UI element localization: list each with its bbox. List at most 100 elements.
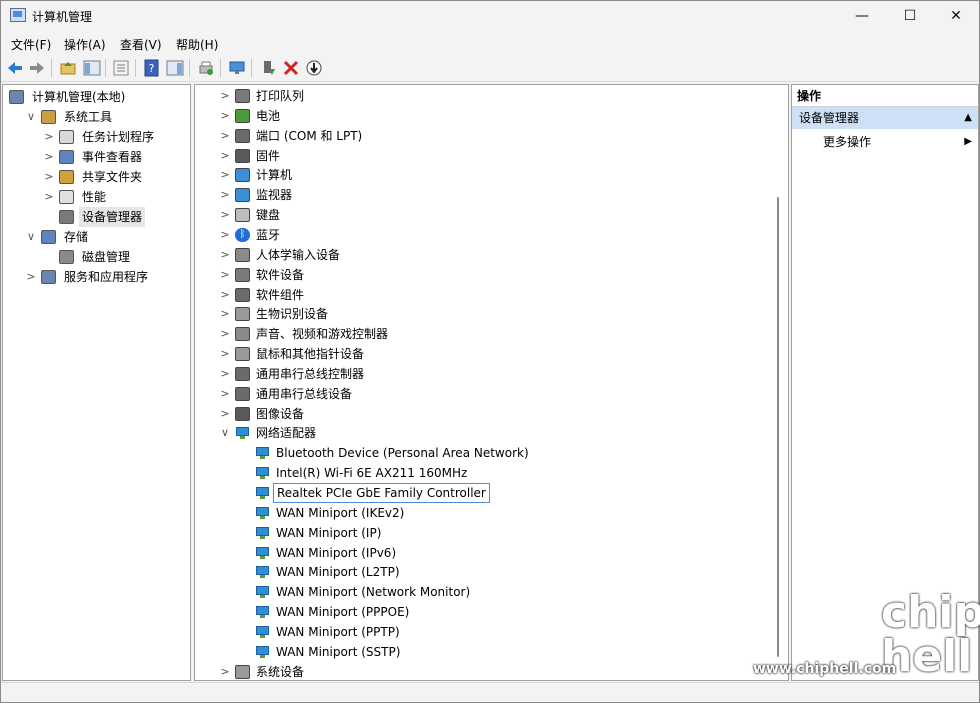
expand-chevron-icon[interactable]: > xyxy=(220,327,230,341)
menu-action[interactable]: 操作(A) xyxy=(64,38,106,52)
expand-chevron-icon[interactable]: > xyxy=(220,386,230,400)
nav-tree-item[interactable]: ∨系统工具 xyxy=(3,107,190,127)
device-category[interactable]: ∨网络适配器 xyxy=(195,423,765,443)
device-category[interactable]: >打印队列 xyxy=(195,86,765,106)
nav-tree-label: 任务计划程序 xyxy=(82,130,155,144)
device-item[interactable]: WAN Miniport (IKEv2) xyxy=(195,503,765,523)
menu-help[interactable]: 帮助(H) xyxy=(176,38,219,52)
back-icon[interactable] xyxy=(6,59,24,77)
minimize-button[interactable]: — xyxy=(855,8,869,24)
device-item[interactable]: Bluetooth Device (Personal Area Network) xyxy=(195,443,765,463)
vertical-scrollbar[interactable] xyxy=(777,197,779,657)
device-category-label: 人体学输入设备 xyxy=(256,247,341,262)
expand-chevron-icon[interactable]: > xyxy=(44,190,54,203)
collapse-up-icon[interactable]: ▲ xyxy=(964,112,972,123)
expand-chevron-icon[interactable]: > xyxy=(220,208,230,222)
device-category[interactable]: >鼠标和其他指针设备 xyxy=(195,344,765,364)
device-item[interactable]: WAN Miniport (IP) xyxy=(195,523,765,543)
device-category[interactable]: >通用串行总线控制器 xyxy=(195,364,765,384)
camera-icon xyxy=(235,406,250,421)
expand-chevron-icon[interactable]: > xyxy=(44,170,54,183)
nav-tree-item[interactable]: > 任务计划程序 xyxy=(3,127,190,147)
expand-chevron-icon[interactable]: > xyxy=(220,664,230,678)
update-driver-icon[interactable] xyxy=(305,59,323,77)
expand-chevron-icon[interactable]: > xyxy=(26,270,36,283)
expand-chevron-icon[interactable]: > xyxy=(220,247,230,261)
device-item[interactable]: WAN Miniport (PPPOE) xyxy=(195,602,765,622)
up-folder-icon[interactable] xyxy=(59,59,77,77)
forward-icon[interactable] xyxy=(28,59,46,77)
nav-tree-item[interactable]: >事件查看器 xyxy=(3,147,190,167)
nav-tree-item[interactable]: >共享文件夹 xyxy=(3,167,190,187)
expand-chevron-icon[interactable]: > xyxy=(220,108,230,122)
close-button[interactable]: ✕ xyxy=(950,8,962,24)
menu-file[interactable]: 文件(F) xyxy=(11,38,52,52)
expand-chevron-icon[interactable]: > xyxy=(220,148,230,162)
expand-chevron-icon[interactable]: > xyxy=(220,307,230,321)
device-category[interactable]: >固件 xyxy=(195,146,765,166)
toolbar-separator xyxy=(51,59,52,77)
device-category[interactable]: >系统设备 xyxy=(195,662,765,680)
expand-chevron-icon[interactable]: > xyxy=(220,128,230,142)
device-category[interactable]: >电池 xyxy=(195,106,765,126)
device-item[interactable]: WAN Miniport (PPTP) xyxy=(195,622,765,642)
nav-tree-item[interactable]: ∨存储 xyxy=(3,227,190,247)
help-icon[interactable]: ? xyxy=(143,59,161,77)
expand-chevron-icon[interactable]: > xyxy=(220,287,230,301)
device-category[interactable]: >图像设备 xyxy=(195,404,765,424)
expand-chevron-icon[interactable]: > xyxy=(220,168,230,182)
device-category[interactable]: >端口 (COM 和 LPT) xyxy=(195,126,765,146)
nav-tree-item[interactable]: >服务和应用程序 xyxy=(3,267,190,287)
enable-device-icon[interactable] xyxy=(259,59,277,77)
expand-chevron-icon[interactable]: > xyxy=(220,227,230,241)
uninstall-icon[interactable] xyxy=(282,59,300,77)
device-category[interactable]: >声音、视频和游戏控制器 xyxy=(195,324,765,344)
watermark-logo: chip hell xyxy=(881,587,980,686)
expand-chevron-icon[interactable]: > xyxy=(220,89,230,102)
nav-tree-item[interactable]: >性能 xyxy=(3,187,190,207)
show-tree-icon[interactable] xyxy=(83,59,101,77)
device-item[interactable]: WAN Miniport (SSTP) xyxy=(195,642,765,662)
collapse-chevron-icon[interactable]: ∨ xyxy=(26,110,36,123)
nav-tree-item[interactable]: 计算机管理(本地) xyxy=(3,87,190,107)
maximize-button[interactable]: ☐ xyxy=(903,8,917,24)
title-bar[interactable]: 计算机管理 — ☐ ✕ xyxy=(1,1,979,31)
expand-chevron-icon[interactable]: > xyxy=(44,150,54,163)
nav-tree-label: 计算机管理(本地) xyxy=(32,90,126,104)
print-icon[interactable] xyxy=(197,59,215,77)
monitor-icon[interactable] xyxy=(228,59,246,77)
device-category[interactable]: >计算机 xyxy=(195,165,765,185)
device-item[interactable]: WAN Miniport (IPv6) xyxy=(195,543,765,563)
action-pane-icon[interactable] xyxy=(166,59,184,77)
expand-chevron-icon[interactable]: > xyxy=(220,188,230,202)
actions-section-device-manager[interactable]: 设备管理器 ▲ xyxy=(792,107,978,129)
collapse-chevron-icon[interactable]: ∨ xyxy=(26,230,36,243)
watermark-logo-text: chip hell xyxy=(881,587,980,682)
expand-chevron-icon[interactable]: > xyxy=(220,347,230,361)
device-category[interactable]: > 人体学输入设备 xyxy=(195,245,765,265)
device-item[interactable]: Realtek PCIe GbE Family Controller xyxy=(195,483,765,503)
nav-tree-item[interactable]: 磁盘管理 xyxy=(3,247,190,267)
device-item[interactable]: WAN Miniport (Network Monitor) xyxy=(195,582,765,602)
menu-view[interactable]: 查看(V) xyxy=(120,38,162,52)
more-actions-item[interactable]: 更多操作 ▶ xyxy=(792,131,978,153)
expand-chevron-icon[interactable]: > xyxy=(220,406,230,420)
device-category[interactable]: >通用串行总线设备 xyxy=(195,384,765,404)
device-category[interactable]: >监视器 xyxy=(195,185,765,205)
actions-pane: 操作 设备管理器 ▲ 更多操作 ▶ xyxy=(791,84,979,681)
device-category[interactable]: >键盘 xyxy=(195,205,765,225)
expand-chevron-icon[interactable]: > xyxy=(220,366,230,380)
collapse-chevron-icon[interactable]: ∨ xyxy=(220,426,230,440)
expand-chevron-icon[interactable]: > xyxy=(44,130,54,143)
nav-tree-item[interactable]: 设备管理器 xyxy=(3,207,190,227)
properties-icon[interactable] xyxy=(112,59,130,77)
device-item[interactable]: Intel(R) Wi-Fi 6E AX211 160MHz xyxy=(195,463,765,483)
device-category[interactable]: >软件组件 xyxy=(195,285,765,305)
network-adapter-icon xyxy=(255,446,270,460)
device-category[interactable]: >生物识别设备 xyxy=(195,304,765,324)
expand-chevron-icon[interactable]: > xyxy=(220,267,230,281)
device-category[interactable]: >软件设备 xyxy=(195,265,765,285)
device-item[interactable]: WAN Miniport (L2TP) xyxy=(195,562,765,582)
